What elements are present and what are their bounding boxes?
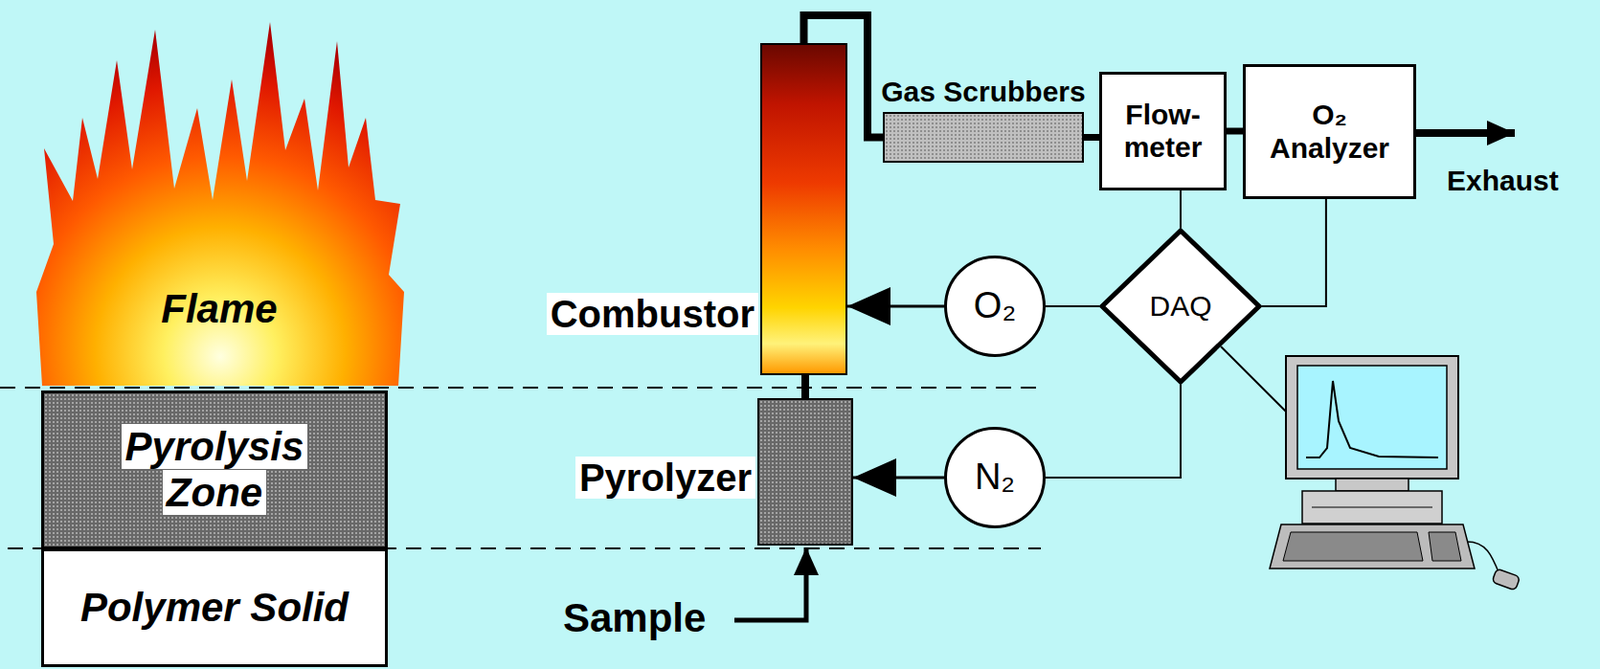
pyrolyzer-box: Pyrolyzer [757, 398, 854, 546]
node-label: Gas Scrubbers [878, 75, 1089, 110]
node-label: Flow- meter [1110, 98, 1217, 165]
gas-pipe [801, 375, 810, 399]
sample-feed-arrow [734, 547, 807, 621]
gas-pipe [1083, 134, 1100, 141]
flame-zone: Flame [30, 4, 408, 388]
gas-feed-line [853, 476, 945, 480]
polymer-solid-box: Polymer Solid [41, 548, 388, 668]
node-label: Flame [160, 286, 277, 333]
flame-outline [36, 22, 405, 386]
gas-supply-circle: N₂ [944, 427, 1046, 529]
exhaust-label: Exhaust [1446, 164, 1559, 198]
signal-wire [1179, 190, 1182, 228]
node-label: Pyrolysis Zone [90, 424, 339, 518]
node-label: Pyrolyzer [575, 455, 756, 500]
node-label: Combustor [546, 292, 759, 337]
sample-label: Sample [563, 595, 706, 642]
node-label: O₂ Analyzer [1258, 98, 1402, 165]
zone-divider [0, 386, 1041, 389]
gas-supply-circle: O₂ [944, 255, 1046, 358]
flowmeter-box: Flow- meter [1099, 71, 1227, 191]
diamond-outline [1102, 230, 1260, 383]
daq-diamond: DAQ [1099, 227, 1262, 385]
pyrolysis-zone-box: Pyrolysis Zone [41, 390, 388, 550]
node-label: N₂ [974, 456, 1015, 499]
combustor-tube: Combustor [760, 43, 848, 376]
o2-analyzer-box: O₂ Analyzer [1242, 64, 1417, 200]
node-label: Polymer Solid [80, 585, 349, 631]
gas-pipe [1226, 128, 1243, 136]
gas-feed-line [847, 305, 945, 309]
signal-wire [1045, 305, 1100, 308]
computer-icon [1269, 356, 1521, 591]
gas-scrubber: Gas Scrubbers [882, 112, 1084, 163]
node-label: O₂ [973, 285, 1016, 328]
signal-wire [1045, 384, 1181, 478]
signal-wire [1261, 199, 1327, 307]
data-wire [1220, 346, 1288, 414]
exhaust-arrow [1416, 129, 1515, 137]
node-label: DAQ [1149, 290, 1212, 324]
